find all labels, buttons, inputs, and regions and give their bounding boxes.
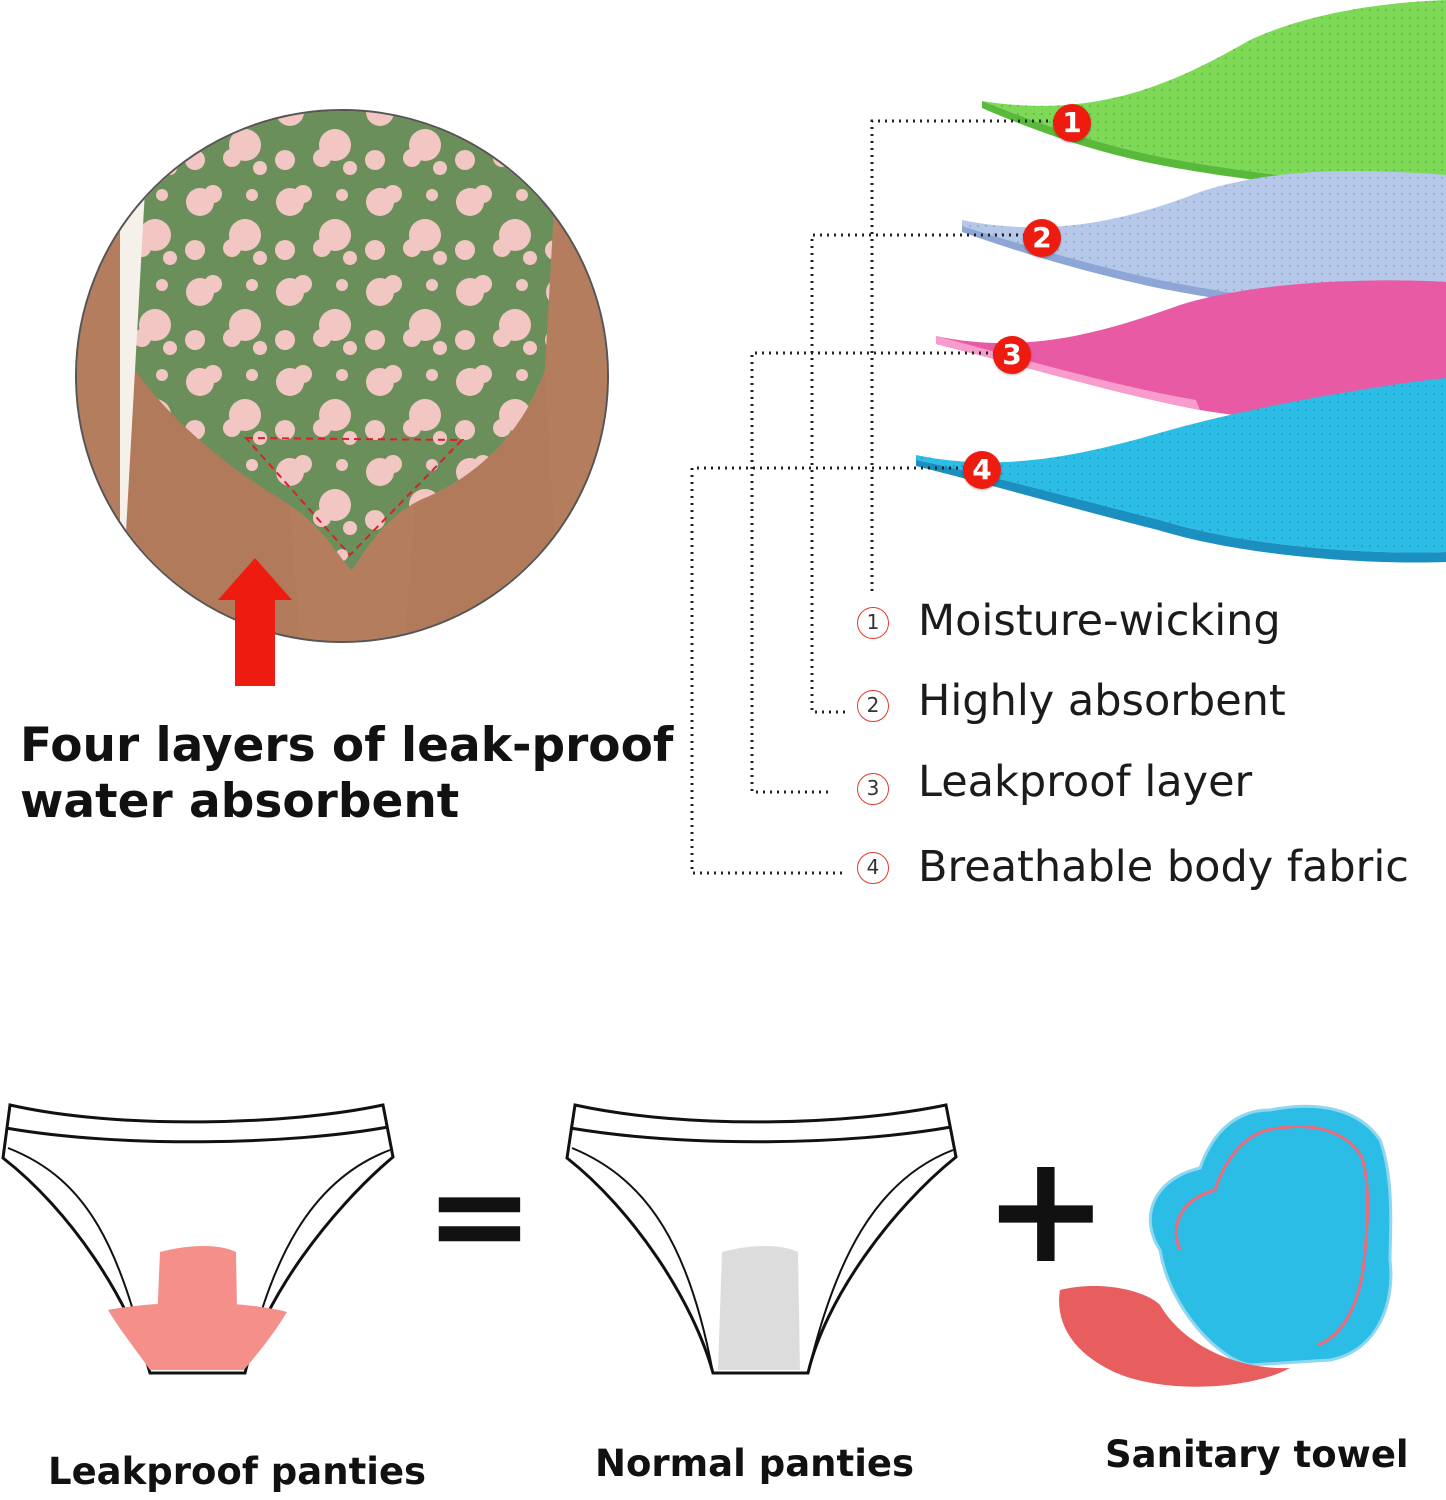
- headline-line-1: Four layers of leak-proof: [20, 718, 674, 773]
- caption-sanitary-towel: Sanitary towel: [1105, 1433, 1409, 1476]
- legend-number-4: 4: [857, 852, 889, 884]
- layer-badge-4: 4: [963, 451, 1001, 489]
- equals-sign: =: [425, 1139, 534, 1291]
- caption-leakproof-panties: Leakproof panties: [48, 1450, 427, 1493]
- legend-number-1: 1: [857, 607, 889, 639]
- legend-label-moisture-wicking: Moisture-wicking: [918, 596, 1281, 646]
- sanitary-towel-illustration: [1059, 1104, 1393, 1387]
- legend-number-3: 3: [857, 773, 889, 805]
- layer-badge-1: 1: [1053, 104, 1091, 142]
- plus-sign: +: [983, 1123, 1109, 1297]
- legend-label-highly-absorbent: Highly absorbent: [918, 676, 1286, 726]
- layer-badge-2: 2: [1023, 219, 1061, 257]
- leakproof-panties-illustration: [1, 1103, 395, 1375]
- headline-line-2: water absorbent: [20, 774, 460, 829]
- legend-label-leakproof-layer: Leakproof layer: [918, 757, 1253, 807]
- normal-panties-illustration: [565, 1103, 958, 1375]
- legend-number-2: 2: [857, 690, 889, 722]
- product-photo-circle: [75, 109, 609, 643]
- layer-badge-3: 3: [993, 336, 1031, 374]
- caption-normal-panties: Normal panties: [595, 1442, 914, 1485]
- connector-lines: [690, 119, 1055, 875]
- red-up-arrow-icon: [218, 558, 292, 686]
- headline: Four layers of leak-proof water absorben…: [20, 718, 720, 830]
- legend-label-breathable-body-fabric: Breathable body fabric: [918, 842, 1409, 892]
